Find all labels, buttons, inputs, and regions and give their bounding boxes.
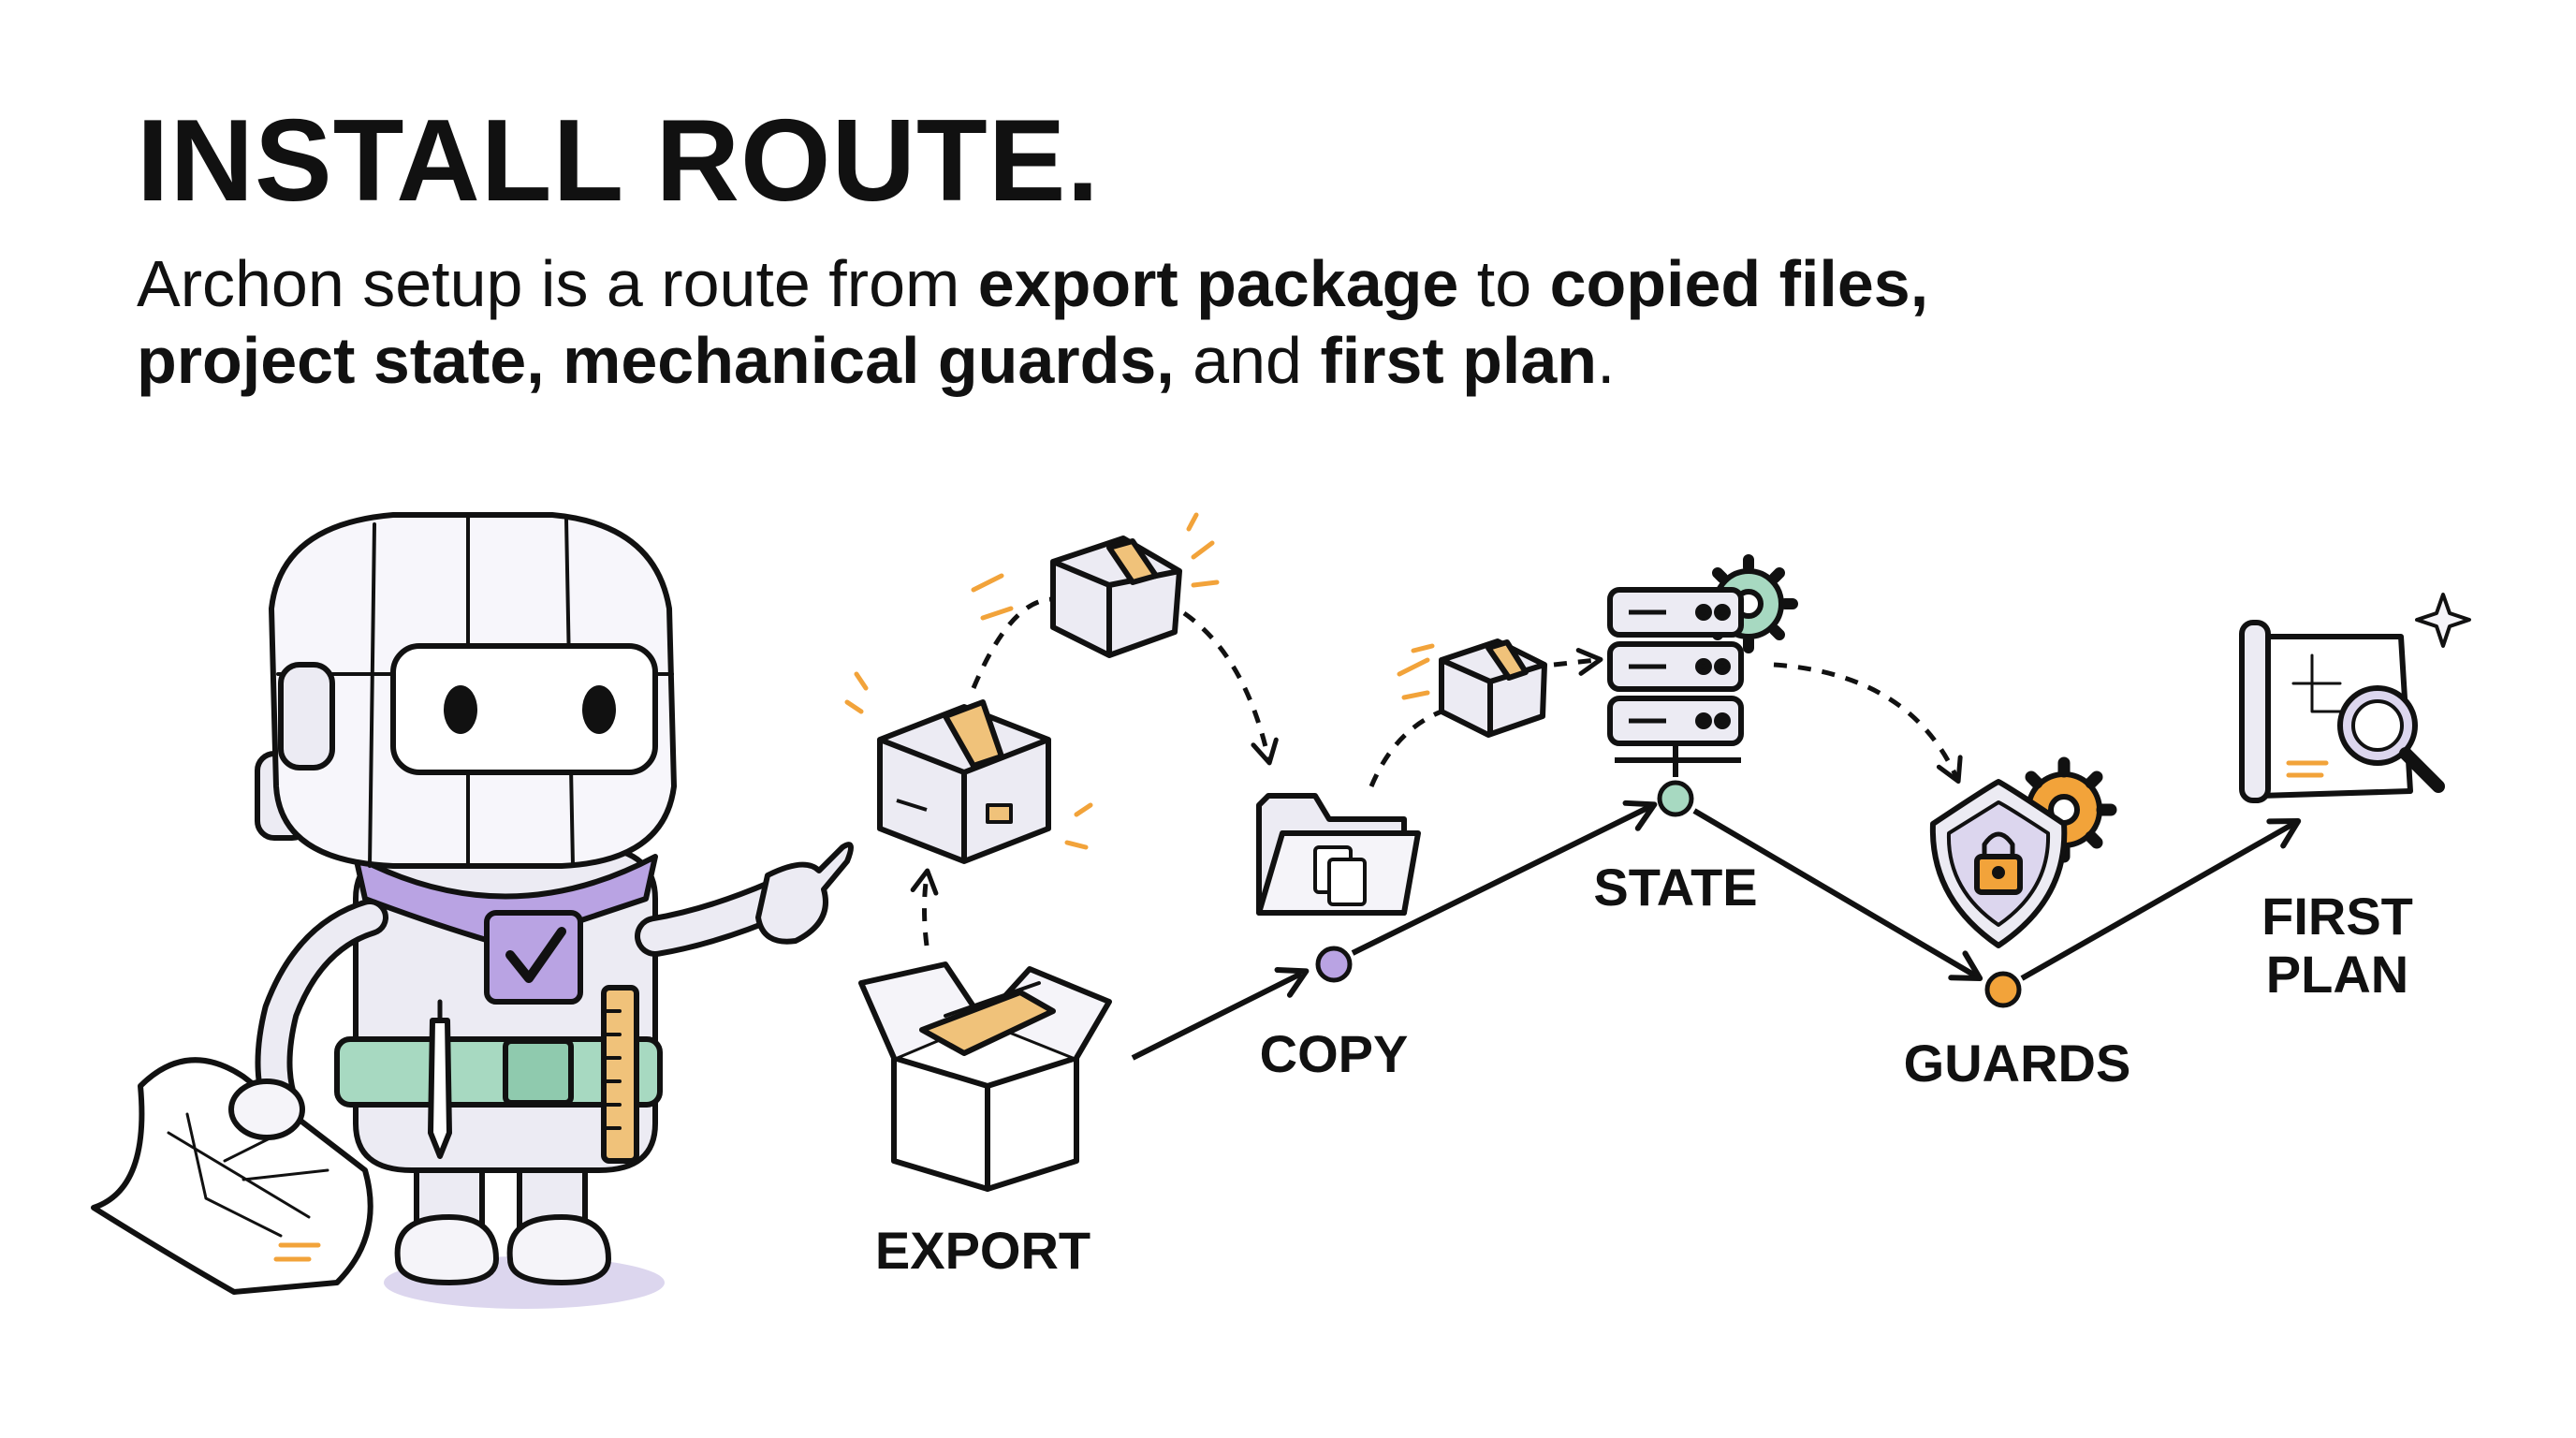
route-arrow-guards-to-plan: [2020, 818, 2302, 981]
route-arrow-state-to-guards: [1692, 808, 1983, 982]
subtitle-bold-copied-files: copied files,: [1549, 247, 1929, 320]
shield-lock-icon: [1929, 756, 2117, 948]
dashed-flow-arrow: [910, 868, 939, 946]
page-title: INSTALL ROUTE.: [137, 96, 1100, 226]
dashed-flow-arrow: [1773, 662, 1963, 785]
route-arrow-export-to-copy: [1131, 966, 1310, 1061]
sparkle-icon: [971, 512, 1220, 621]
page-subtitle: Archon setup is a route from export pack…: [137, 245, 2290, 399]
server-stack-icon: [1607, 554, 1798, 777]
subtitle-bold-export-package: export package: [977, 247, 1459, 320]
route-arrow-copy-to-state: [1351, 800, 1658, 956]
subtitle-bold-first-plan: first plan: [1320, 324, 1598, 397]
route-node-guards: [1984, 971, 2022, 1008]
sparkle-icon: [1397, 643, 1435, 700]
dashed-flow-arrow: [971, 596, 1054, 689]
subtitle-text-5: .: [1597, 324, 1616, 397]
stage-label-export: EXPORT: [875, 1221, 1090, 1280]
route-node-state: [1657, 780, 1694, 817]
dashed-flow-arrow: [1553, 648, 1603, 676]
subtitle-bold-state-guards: project state, mechanical guards,: [137, 324, 1175, 397]
blueprint-search-icon: [2239, 620, 2445, 803]
subtitle-text-2: to: [1458, 247, 1550, 320]
package-box-icon-copy: [1439, 638, 1547, 738]
stage-label-state: STATE: [1593, 858, 1757, 917]
package-box-icon: [858, 961, 1112, 1192]
package-box-icon-small: [1050, 536, 1182, 658]
stage-label-first-plan-line1: FIRST: [2261, 887, 2413, 946]
stage-label-copy: COPY: [1260, 1024, 1409, 1083]
subtitle-text-4: and: [1174, 324, 1321, 397]
dashed-flow-arrow: [1182, 610, 1279, 766]
route-node-copy: [1315, 946, 1353, 983]
folder-icon: [1256, 793, 1421, 916]
sparkle-icon: [844, 671, 1093, 850]
subtitle-text-1: Archon setup is a route from: [137, 247, 978, 320]
robot-mascot-icon: [91, 512, 854, 1309]
stage-label-guards: GUARDS: [1904, 1034, 2131, 1093]
sparkle-star-icon: [2415, 593, 2471, 648]
dashed-flow-arrow: [1368, 709, 1442, 787]
stage-label-first-plan-line2: PLAN: [2266, 945, 2408, 1004]
package-box-icon-large: [877, 699, 1051, 864]
